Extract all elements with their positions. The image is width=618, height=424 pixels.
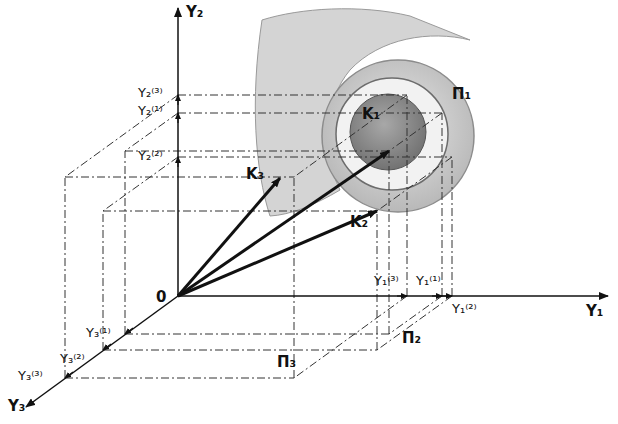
tick-label: Y₃⁽¹⁾ — [86, 326, 111, 340]
guide-line — [125, 113, 178, 151]
axis-label: K₃ — [246, 166, 264, 183]
guide-line — [178, 157, 452, 158]
guide-line — [125, 151, 126, 334]
axis-label: Y₃ — [8, 398, 25, 415]
guide-line — [377, 296, 452, 350]
guide-line — [389, 151, 390, 334]
guide-line — [389, 296, 442, 334]
guide-line — [377, 157, 452, 211]
axis-label: Π₂ — [402, 330, 421, 347]
inner-sphere — [350, 94, 426, 170]
axis-y3 — [26, 296, 178, 407]
vector-k3 — [178, 178, 280, 296]
guide-line — [407, 95, 408, 296]
outer-sphere — [322, 60, 474, 212]
axis-y1 — [178, 295, 608, 297]
guide-line — [65, 95, 178, 177]
axis-label: Π₁ — [452, 86, 471, 103]
tick-label: Y₃⁽²⁾ — [60, 352, 85, 366]
axis-y2 — [177, 8, 179, 296]
guide-line — [178, 113, 442, 114]
guide-line — [103, 157, 178, 211]
tick-label: Y₁⁽³⁾ — [374, 274, 399, 288]
tick-label: Y₂⁽²⁾ — [138, 149, 163, 163]
axis-label: K₁ — [362, 106, 380, 123]
guide-line — [452, 157, 453, 296]
axis-label: Y₂ — [186, 4, 203, 21]
tick-label: Y₁⁽²⁾ — [452, 302, 477, 316]
guide-line — [65, 177, 66, 378]
guide-line — [125, 151, 389, 152]
guide-line — [294, 296, 407, 378]
tick-label: Y₁⁽¹⁾ — [416, 274, 441, 288]
guide-line — [103, 211, 377, 212]
guide-line — [125, 334, 389, 335]
vector-k2 — [178, 211, 377, 296]
axis-label: Π₃ — [277, 354, 296, 371]
guide-line — [178, 95, 407, 96]
guide-line — [442, 113, 443, 296]
tick-label: Y₂⁽¹⁾ — [138, 104, 163, 118]
guide-line — [65, 378, 294, 379]
vector-k1 — [178, 151, 389, 296]
guide-line — [103, 350, 377, 351]
axis-label: Y₁ — [586, 303, 603, 320]
guide-line — [294, 95, 407, 177]
guide-line — [294, 177, 295, 378]
axis-label: 0 — [156, 289, 166, 306]
tick-label: Y₂⁽³⁾ — [138, 86, 163, 100]
tick-label: Y₃⁽³⁾ — [18, 369, 43, 383]
axis-label: K₂ — [350, 214, 368, 231]
guide-line — [389, 113, 442, 151]
